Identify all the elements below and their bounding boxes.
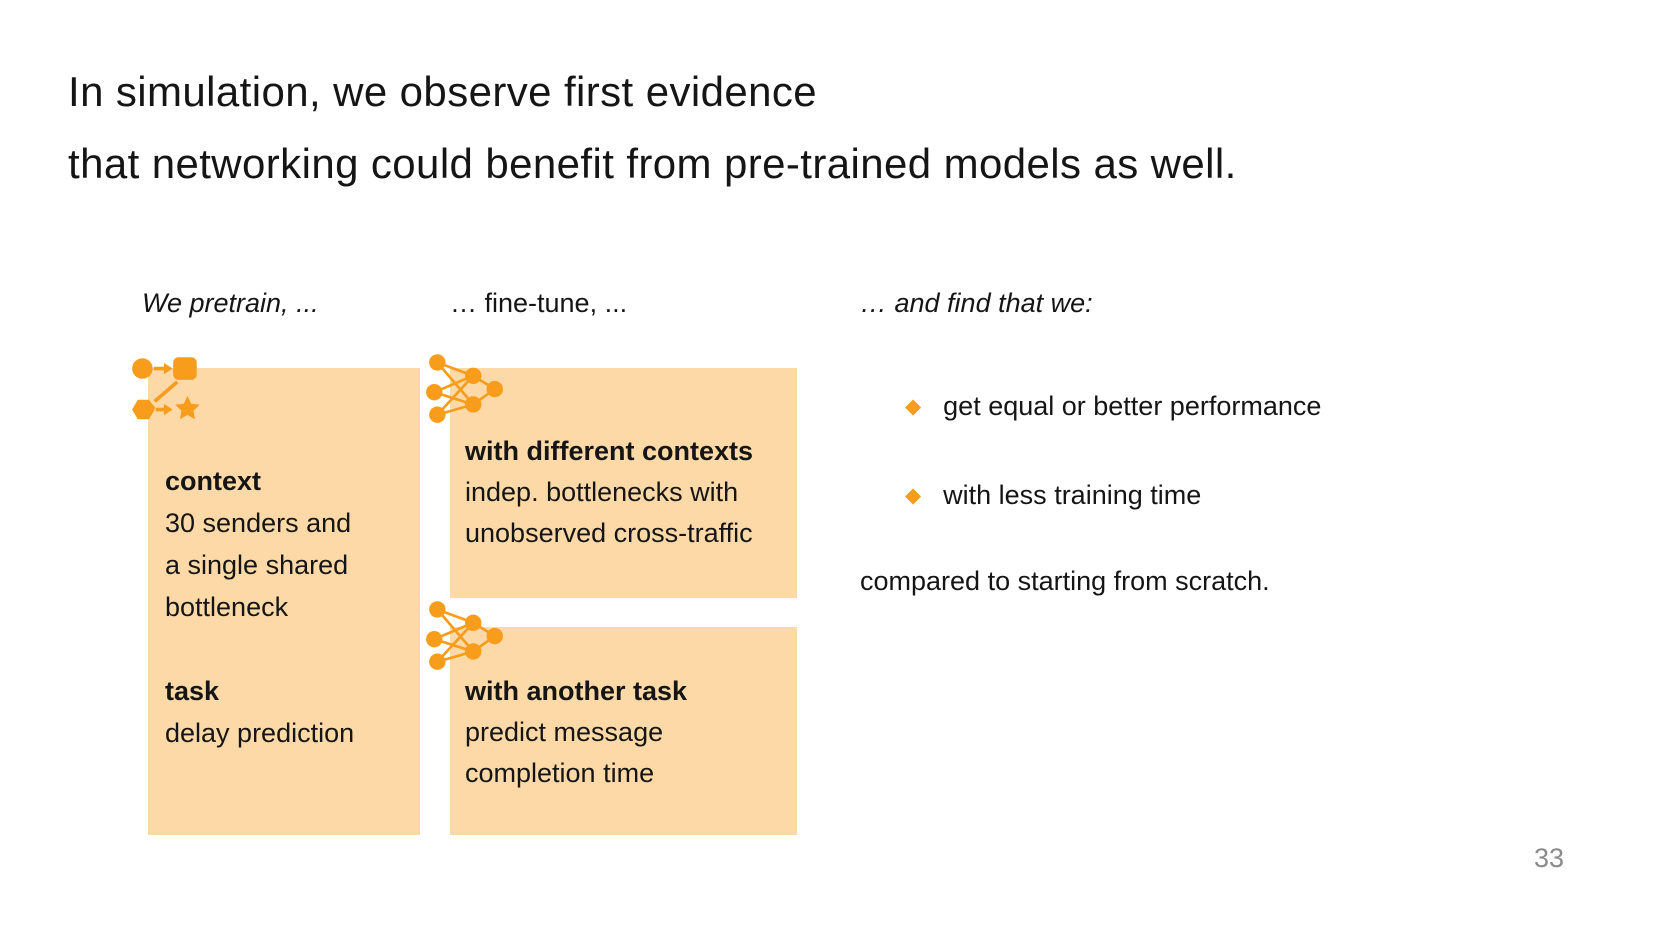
column-header-pretrain: We pretrain, ...	[142, 288, 319, 318]
finetune-box-line: completion time	[465, 758, 655, 788]
pretrain-box-line: delay prediction	[165, 718, 355, 748]
finetune-box-contexts: with different contexts indep. bottlenec…	[450, 368, 797, 598]
pretrain-box-line: a single shared	[165, 550, 349, 580]
neural-network-icon	[426, 354, 503, 423]
diamond-bullet-icon: ◆	[905, 484, 922, 507]
column-header-finetune: … fine-tune, ...	[450, 288, 628, 318]
neural-network-icon	[426, 601, 503, 670]
diamond-bullet-icon: ◆	[905, 395, 922, 418]
column-header-findings: … and find that we:	[860, 288, 1093, 318]
slide-title-line-1: In simulation, we observe first evidence	[68, 68, 818, 115]
pretrain-box-heading-context: context	[165, 466, 262, 496]
findings-footer: compared to starting from scratch.	[860, 566, 1270, 596]
finding-bullet-item: ◆ with less training time	[905, 480, 1201, 511]
pretrain-box-line: 30 senders and	[165, 508, 352, 538]
finetune-box-heading: with another task	[465, 676, 688, 706]
finetune-box-task: with another task predict message comple…	[450, 627, 797, 835]
pretrain-pipeline-icon	[132, 357, 200, 420]
finetune-box-line: indep. bottlenecks with	[465, 477, 739, 507]
page-number: 33	[1534, 843, 1565, 873]
pretrain-box: context 30 senders and a single shared b…	[148, 368, 420, 835]
spacer	[165, 628, 412, 670]
pretrain-box-line: bottleneck	[165, 592, 289, 622]
slide-title: In simulation, we observe first evidence…	[68, 56, 1237, 200]
finetune-box-heading: with different contexts	[465, 436, 754, 466]
finding-bullet-label: with less training time	[943, 480, 1202, 510]
finetune-box-line: unobserved cross-traffic	[465, 518, 753, 548]
slide-title-line-2: that networking could benefit from pre-t…	[68, 140, 1237, 187]
finetune-box-line: predict message	[465, 717, 664, 747]
finding-bullet-item: ◆ get equal or better performance	[905, 391, 1321, 422]
pretrain-box-heading-task: task	[165, 676, 220, 706]
finding-bullet-label: get equal or better performance	[943, 391, 1322, 421]
